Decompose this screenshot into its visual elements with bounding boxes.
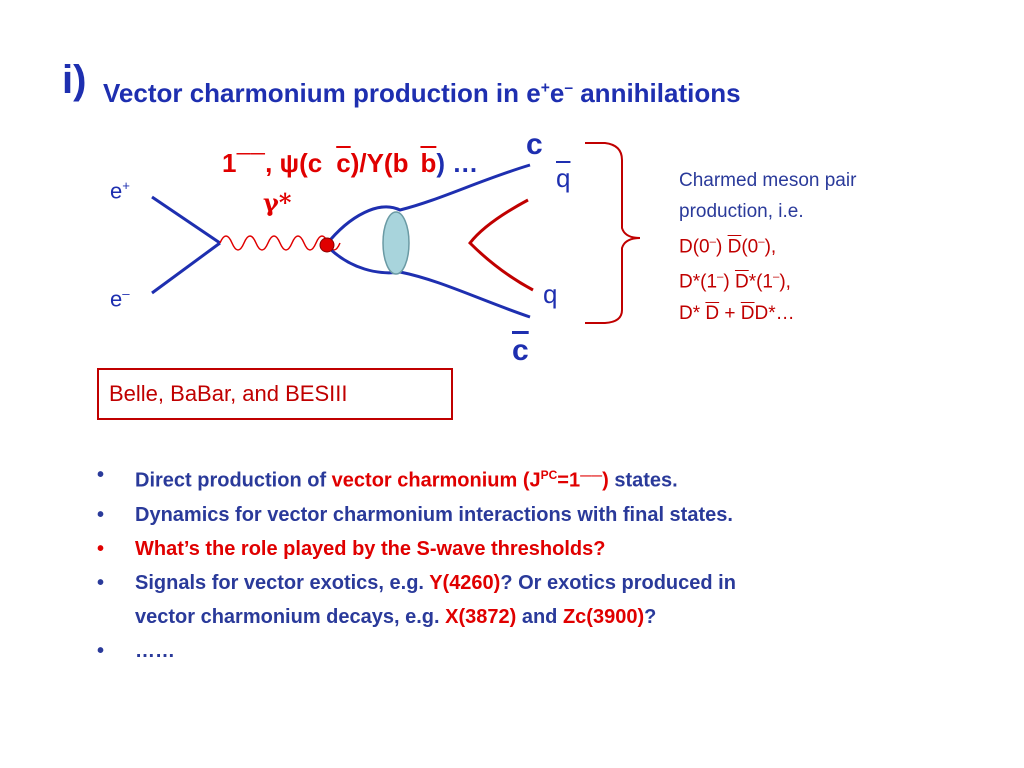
- bullet-dot: •: [97, 503, 105, 526]
- b-bar-text: b: [420, 148, 437, 178]
- title-e: e: [549, 78, 565, 108]
- q-label: q: [543, 279, 558, 309]
- bullet-0-e: ): [602, 469, 609, 492]
- bullet-item: • Signals for vector exotics, e.g. Y(4260…: [97, 566, 736, 634]
- side-line-5: D* D + DD*…: [679, 298, 856, 329]
- side-3c: ): [715, 236, 728, 258]
- e-minus-line: [151, 241, 221, 295]
- e-plus-label-e: e: [110, 178, 123, 204]
- bullet-3-line-2: vector charmonium decays, e.g. X(3872) a…: [135, 600, 736, 634]
- title-main: Vector charmonium production in e: [103, 78, 541, 108]
- c-quark-line: [324, 163, 531, 246]
- bullet-3-line-1: Signals for vector exotics, e.g. Y(4260)…: [135, 566, 736, 600]
- side-line-4: D*(1–) D*(1–),: [679, 262, 856, 297]
- bullet-2-text: What’s the role played by the S-wave thr…: [135, 537, 606, 560]
- c-top-label: c: [526, 128, 543, 161]
- e-minus-label-sup: –: [122, 286, 130, 301]
- slide-title: Vector charmonium production in e+e– ann…: [103, 78, 741, 109]
- side-5e: D*…: [754, 302, 795, 324]
- side-4a: D*(1: [679, 271, 718, 293]
- bullet-3-h: ?: [644, 605, 657, 628]
- side-4f: –: [773, 271, 780, 284]
- bullet-dot: •: [97, 571, 105, 594]
- c-bar-text: c: [336, 148, 351, 178]
- experiments-label: Belle, BaBar, and BESIII: [109, 381, 348, 406]
- side-4c: ): [723, 271, 735, 293]
- e-minus-label-e: e: [110, 286, 123, 312]
- bullet-item: • Direct production of vector charmonium …: [97, 458, 736, 498]
- e-plus-label-sup: +: [122, 178, 130, 193]
- side-4d: D: [734, 271, 749, 293]
- bullet-3-e: X(3872): [445, 605, 517, 628]
- bullet-item: • ……: [97, 634, 736, 668]
- bullet-4-text: ……: [135, 639, 175, 662]
- bullet-list: • Direct production of vector charmonium …: [97, 458, 736, 668]
- jpc-sup: ——: [236, 146, 266, 162]
- side-text: Charmed meson pair production, i.e. D(0–…: [679, 165, 856, 329]
- cbar-quark-line: [324, 243, 531, 319]
- e-plus-label: e+: [110, 178, 130, 204]
- side-5b: D: [705, 302, 720, 324]
- e-plus-line: [151, 195, 221, 245]
- bullet-3-b: Y(4260): [429, 571, 501, 594]
- side-line-3: D(0–) D(0–),: [679, 227, 856, 262]
- bullet-3-f: and: [516, 605, 563, 628]
- side-3d: D: [727, 236, 742, 258]
- quantum-numbers-label: 1——, ψ(c c)/Υ(b b) …: [222, 146, 478, 179]
- bullet-3-g: Zc(3900): [562, 605, 645, 628]
- psi-text: , ψ(c: [265, 148, 323, 178]
- side-3b: –: [709, 236, 716, 248]
- side-3f: –: [758, 236, 765, 248]
- resonance-blob: [382, 211, 410, 275]
- side-5d: D: [740, 302, 755, 324]
- qbar-label: q: [556, 163, 571, 193]
- e-minus-label: e–: [110, 286, 130, 312]
- side-5c: +: [719, 302, 741, 324]
- bullet-0-d: ——: [580, 470, 603, 482]
- bullet-0-a: Direct production of: [135, 469, 332, 492]
- bullet-item: • Dynamics for vector charmonium interact…: [97, 498, 736, 532]
- bullet-dot: •: [97, 464, 105, 486]
- bullet-dot: •: [97, 537, 105, 560]
- bullet-3-a: Signals for vector exotics, e.g.: [135, 571, 430, 594]
- bullet-3-c: ? Or exotics produced in: [500, 571, 736, 594]
- bullet-0-f: states.: [608, 469, 678, 492]
- side-5a: D*: [679, 302, 706, 324]
- title-sup-plus: +: [540, 79, 550, 97]
- gamma-label: γ*: [263, 188, 292, 217]
- experiments-box: Belle, BaBar, and BESIII: [97, 368, 453, 420]
- photon-wave: [219, 235, 341, 251]
- jpc-one: 1: [222, 148, 237, 178]
- bullet-item: • What’s the role played by the S-wave th…: [97, 532, 736, 566]
- side-4g: ),: [779, 271, 791, 293]
- side-line-2: production, i.e.: [679, 201, 804, 222]
- vertex-dot: [319, 237, 335, 253]
- side-line-1: Charmed meson pair: [679, 170, 857, 191]
- side-3a: D(0: [679, 236, 710, 258]
- light-quark-pair-line: [468, 198, 534, 292]
- bullet-3-d: vector charmonium decays, e.g.: [135, 605, 446, 628]
- bullet-0-c: =1: [557, 469, 581, 492]
- ellipsis-text: ) …: [436, 148, 479, 178]
- c-bottom-label: c: [512, 334, 529, 367]
- side-3e: (0: [741, 236, 759, 258]
- bullet-0-sup: PC: [540, 468, 558, 482]
- section-number: i): [62, 58, 87, 102]
- bullet-1-text: Dynamics for vector charmonium interacti…: [135, 503, 733, 526]
- title-sup-minus: –: [564, 79, 573, 97]
- upsilon-text: )/Υ(b: [350, 148, 409, 178]
- side-4e: *(1: [748, 271, 773, 293]
- side-4b: –: [717, 271, 724, 284]
- side-3g: ),: [764, 236, 777, 258]
- bullet-0-b: vector charmonium (J: [331, 469, 541, 492]
- curly-bracket: [585, 142, 641, 324]
- title-tail: annihilations: [573, 78, 741, 108]
- bullet-dot: •: [97, 639, 105, 662]
